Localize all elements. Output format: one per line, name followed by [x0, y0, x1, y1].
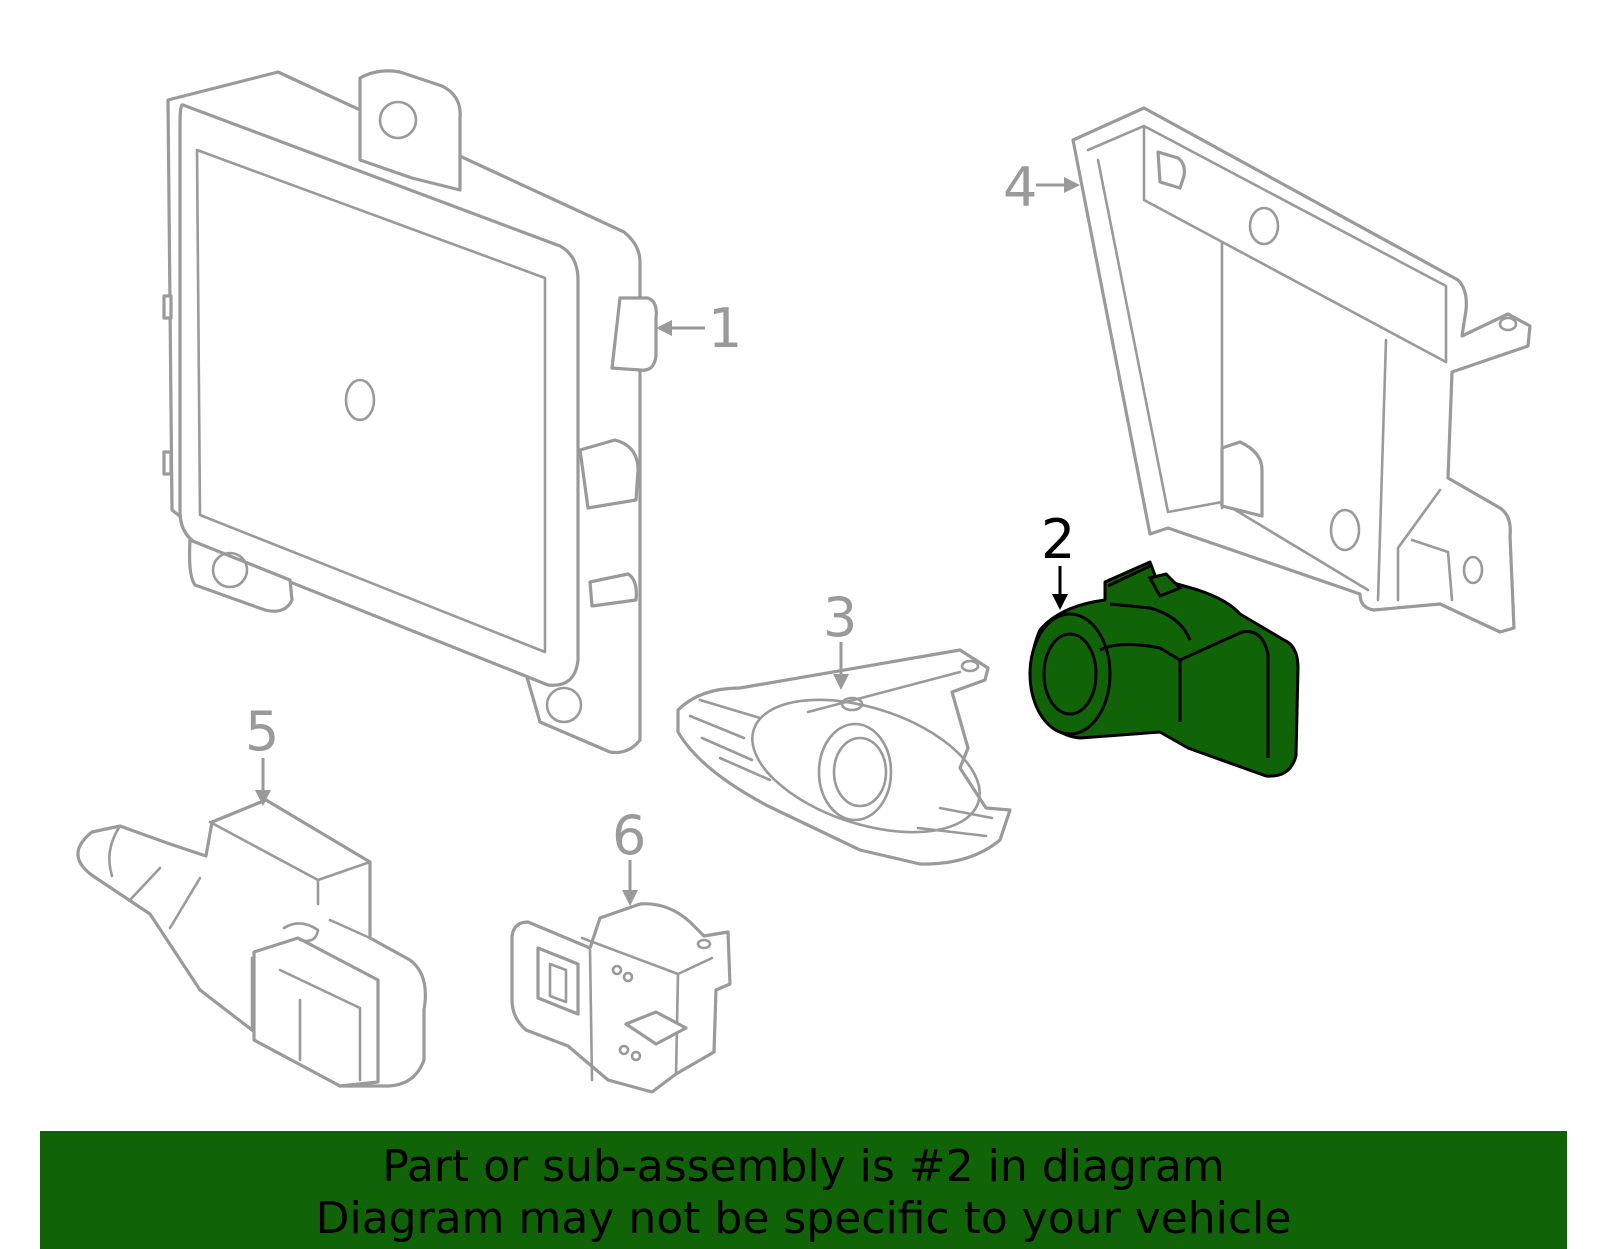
- callout-3: 3: [823, 586, 857, 690]
- part-3-sensor-retainer[interactable]: [676, 648, 1012, 866]
- svg-text:3: 3: [823, 586, 857, 649]
- svg-text:2: 2: [1041, 508, 1075, 571]
- svg-text:5: 5: [245, 700, 279, 763]
- footer-line-2: Diagram may not be specific to your vehi…: [315, 1193, 1292, 1244]
- part-1-control-module[interactable]: [162, 69, 658, 755]
- callout-2: 2: [1041, 508, 1075, 610]
- callout-1: 1: [656, 297, 742, 360]
- part-6-sensor-bracket[interactable]: [510, 902, 732, 1094]
- svg-text:6: 6: [612, 804, 646, 867]
- callout-4: 4: [1003, 156, 1080, 219]
- callout-6: 6: [612, 804, 646, 906]
- part-5-connector-harness[interactable]: [76, 798, 427, 1088]
- part-2-parking-sensor[interactable]: [1028, 560, 1300, 778]
- footer-line-1: Part or sub-assembly is #2 in diagram: [382, 1141, 1225, 1192]
- footer-banner: Part or sub-assembly is #2 in diagram Di…: [40, 1131, 1567, 1249]
- callout-5: 5: [245, 700, 279, 806]
- svg-text:4: 4: [1003, 156, 1037, 219]
- part-4-mounting-bracket[interactable]: [1071, 106, 1532, 634]
- svg-text:1: 1: [708, 297, 742, 360]
